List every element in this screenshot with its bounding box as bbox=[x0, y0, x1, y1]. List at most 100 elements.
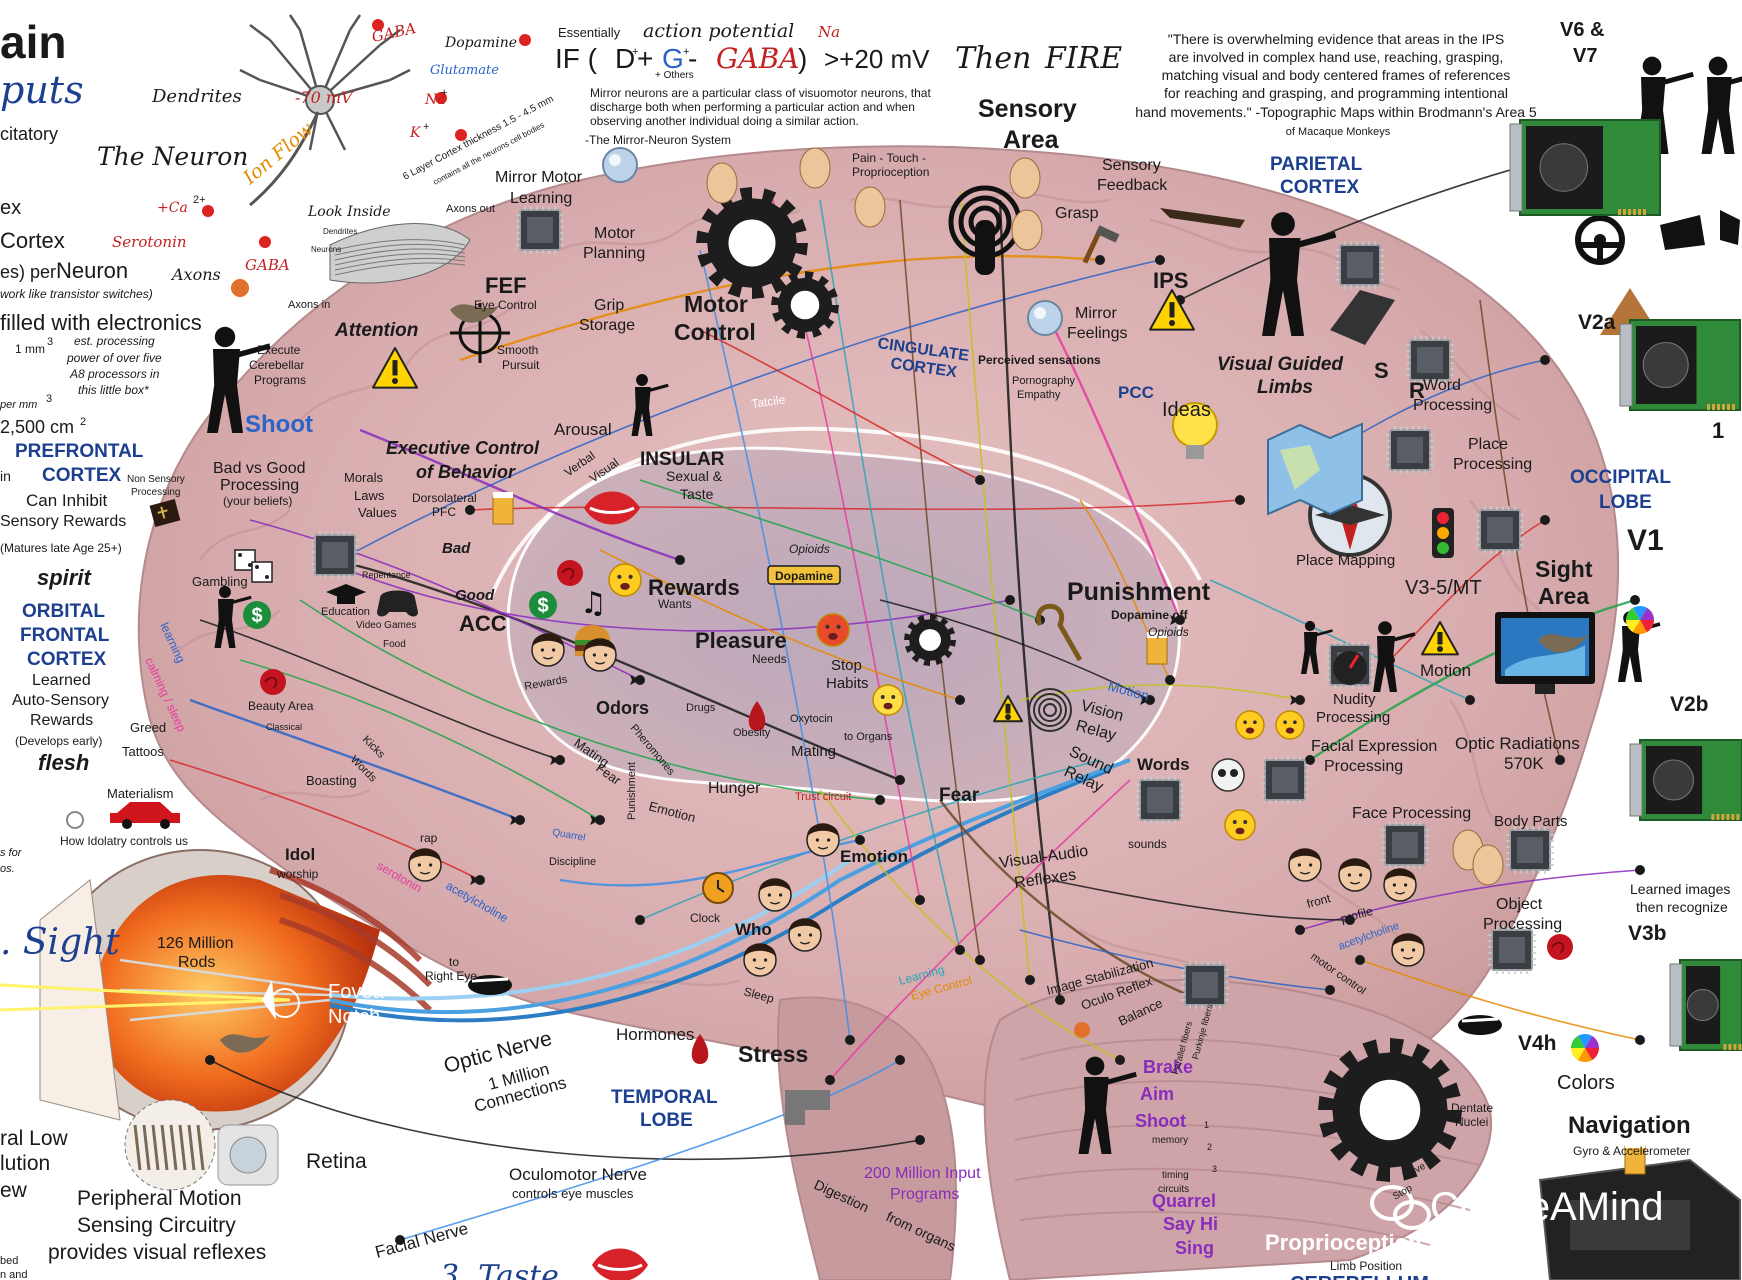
label-neuron-dendrites-small: Dendrites bbox=[323, 227, 357, 236]
connection-line bbox=[1359, 959, 1641, 1041]
label-cerebellum-dentate-2: Nuclei bbox=[1455, 1115, 1488, 1129]
connection-line bbox=[199, 619, 561, 761]
label-left-text-can-inhibit: Can Inhibit bbox=[26, 491, 108, 510]
connection-arrow bbox=[550, 755, 560, 765]
hand-icon bbox=[854, 186, 886, 228]
label-header-quote-lines-1: are involved in complex hand use, reachi… bbox=[1169, 49, 1504, 65]
face-icon bbox=[788, 918, 822, 952]
connection-line bbox=[699, 249, 851, 1041]
connection-node bbox=[1540, 515, 1550, 525]
label-occipital-v2a: V2a bbox=[1578, 311, 1616, 334]
label-neuron-neurons-small: Neurons bbox=[311, 245, 341, 254]
color-wheel-icon bbox=[1626, 606, 1654, 634]
label-frontal-acc: ACC bbox=[459, 611, 507, 636]
label-cerebellum-n1: 1 bbox=[1204, 1120, 1209, 1130]
label-header-formula-action: action potential bbox=[643, 20, 794, 42]
label-left-text-peripheral-2: Sensing Circuitry bbox=[77, 1214, 236, 1237]
label-left-text-retina: Retina bbox=[306, 1150, 367, 1173]
label-left-text-sight: . Sight bbox=[0, 922, 120, 963]
label-sensory-r: R bbox=[1409, 378, 1425, 403]
hand-icon bbox=[1472, 844, 1504, 886]
ion-icon bbox=[202, 205, 214, 217]
hand-icon bbox=[1009, 157, 1041, 199]
nude-figure-icon bbox=[1301, 620, 1333, 674]
connection-node bbox=[205, 1055, 215, 1065]
mirror-icon bbox=[1027, 300, 1063, 336]
label-frontal-eye-control: Eye Control bbox=[474, 298, 537, 312]
label-left-text-in: in bbox=[0, 468, 11, 484]
cerebellum-player-icon bbox=[1078, 1056, 1137, 1154]
hand-icon bbox=[1720, 210, 1740, 245]
label-header-formula-minus: - bbox=[688, 43, 697, 74]
traffic-light-icon bbox=[1432, 508, 1454, 558]
label-cerebellum-n3: 3 bbox=[1212, 1164, 1217, 1174]
label-limbic-insular-1: INSULAR bbox=[640, 449, 725, 470]
hand-icon bbox=[706, 162, 738, 204]
connection-line bbox=[1019, 929, 1331, 991]
connection-node bbox=[895, 1055, 905, 1065]
processor-chip-icon bbox=[1181, 961, 1229, 1009]
gyri-texture bbox=[179, 191, 1541, 992]
label-left-text-fovea: Fovea bbox=[328, 981, 384, 1003]
processor-chip-icon bbox=[1488, 926, 1536, 974]
brainstem-shape bbox=[777, 996, 957, 1280]
label-frontal-mirror-motor-1: Mirror Motor bbox=[495, 169, 583, 186]
graphics-card-v3b-icon bbox=[1669, 959, 1742, 1051]
label-left-text-est: est. processing bbox=[74, 334, 155, 348]
processor-chip-icon bbox=[1506, 826, 1554, 874]
label-frontal-bad-good-1: Bad vs Good bbox=[213, 460, 306, 477]
label-occipital-occipital-1: OCCIPITAL bbox=[1570, 467, 1671, 488]
label-cerebellum-shoot: Shoot bbox=[1135, 1111, 1186, 1131]
connection-node bbox=[1465, 695, 1475, 705]
label-sensory-place-1: Place bbox=[1468, 436, 1508, 453]
connection-line bbox=[939, 799, 1201, 1002]
neuron-dendrite-icon bbox=[239, 14, 411, 207]
label-sensory-place-2: Processing bbox=[1453, 456, 1532, 473]
label-limbic-dopamine: Dopamine bbox=[775, 569, 833, 583]
label-frontal-worship: worship bbox=[276, 867, 319, 881]
svg-text:$: $ bbox=[251, 605, 262, 627]
connection-line bbox=[1049, 879, 1351, 921]
label-temporal-temporal-1: TEMPORAL bbox=[611, 1087, 718, 1108]
label-sensory-feedback-1: Sensory bbox=[1102, 157, 1161, 174]
label-limbic-who: Who bbox=[735, 920, 772, 939]
label-sensory-grasp: Grasp bbox=[1055, 205, 1099, 222]
connection-line bbox=[1389, 519, 1546, 661]
label-cerebellum-say-hi: Say Hi bbox=[1163, 1214, 1218, 1234]
book-icon bbox=[149, 499, 181, 527]
superscript-mark: 3 bbox=[47, 336, 53, 348]
connection-node bbox=[845, 1035, 855, 1045]
label-left-text-develops: (Develops early) bbox=[15, 734, 102, 748]
label-frontal-values: Values bbox=[358, 505, 397, 520]
connection-line bbox=[209, 1059, 921, 1161]
label-occipital-object-1: Object bbox=[1496, 896, 1543, 913]
label-limbic-stress: Stress bbox=[738, 1041, 808, 1067]
label-frontal-laws: Laws bbox=[354, 488, 385, 503]
corpus-callosum bbox=[488, 426, 1202, 601]
computer-case-icon bbox=[1538, 1158, 1741, 1280]
label-limbic-insular-3: Taste bbox=[680, 486, 714, 502]
label-neuron-gaba2: GABA bbox=[245, 256, 290, 274]
label-limbic-dopamine-off: Dopamine off bbox=[1111, 608, 1189, 622]
label-header-title-left-2: puts bbox=[0, 68, 84, 112]
rose-icon bbox=[260, 669, 286, 695]
label-limbic-to-organs: to Organs bbox=[844, 731, 893, 743]
eye-illustration bbox=[0, 849, 433, 1131]
connection-node bbox=[875, 795, 885, 805]
connection-node bbox=[635, 915, 645, 925]
label-header-formula-plus1: + bbox=[637, 43, 653, 74]
label-occipital-v3b: V3b bbox=[1628, 922, 1667, 945]
label-neuron-dopamine: Dopamine bbox=[444, 35, 517, 51]
label-left-text-shoot: Shoot bbox=[245, 411, 313, 438]
bird-icon bbox=[450, 304, 500, 323]
label-occipital-object-2: Processing bbox=[1483, 916, 1562, 933]
label-neuron-axons: Axons bbox=[170, 265, 221, 284]
label-sensory-pcc: PCC bbox=[1118, 383, 1154, 402]
label-limbic-emotion: Emotion bbox=[840, 847, 908, 866]
label-header-quote-lines-2: matching visual and body centered frames… bbox=[1162, 67, 1511, 83]
beer-glass-icon bbox=[492, 492, 514, 525]
hand-pointing-icon bbox=[1660, 215, 1705, 250]
connection-node bbox=[825, 1075, 835, 1085]
label-left-text-rewards: Rewards bbox=[30, 712, 93, 729]
label-left-text-mm: 1 mm bbox=[15, 342, 45, 356]
